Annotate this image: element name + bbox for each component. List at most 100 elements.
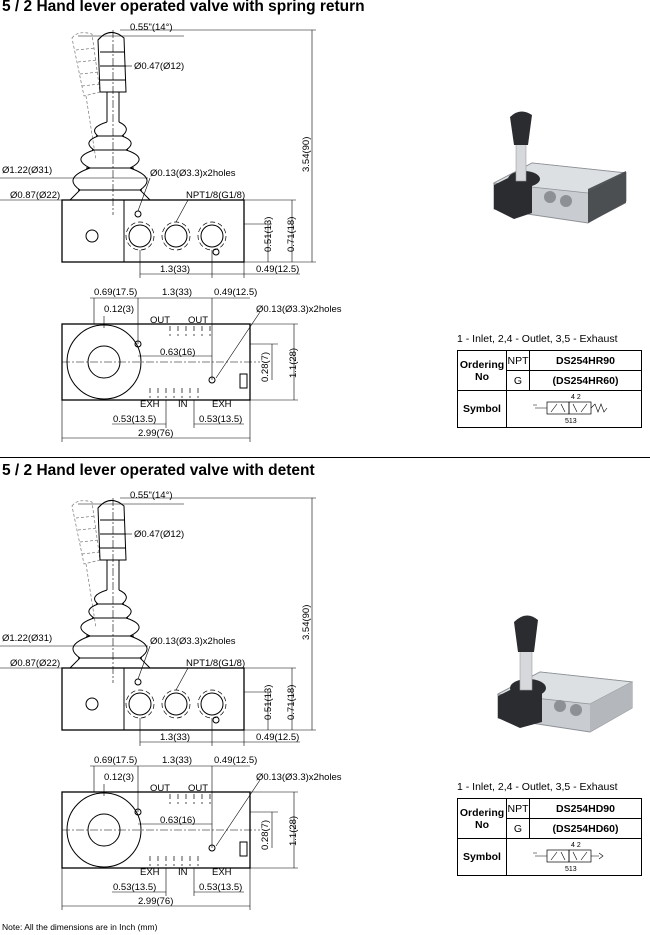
svg-text:0.55"(14°): 0.55"(14°) (130, 22, 173, 33)
svg-text:1.1(28): 1.1(28) (288, 348, 299, 378)
symbol-label: Symbol (457, 390, 507, 428)
technical-drawing-spring-return: 0.55"(14°) Ø0.47(Ø12) Ø1.22(Ø31) Ø0.87(Ø… (0, 22, 342, 442)
product-photo-spring-return (492, 111, 628, 224)
side-dimensions: 0.55"(14°) Ø0.47(Ø12) Ø1.22(Ø31) Ø0.87(Ø… (0, 490, 316, 746)
svg-text:2.99(76): 2.99(76) (138, 896, 173, 907)
thread-npt: NPT (506, 350, 530, 371)
svg-text:EXH: EXH (140, 399, 160, 410)
valve-body-top (61, 791, 260, 869)
svg-text:0.49(12.5): 0.49(12.5) (214, 287, 257, 298)
ordering-header: Ordering No (457, 350, 507, 391)
svg-text:513: 513 (565, 418, 577, 424)
ordering-table: Ordering No NPT DS254HR90 G (DS254HR60) … (457, 350, 642, 428)
svg-text:3.54(90): 3.54(90) (301, 137, 312, 172)
svg-text:0.53(13.5): 0.53(13.5) (113, 414, 156, 425)
ordering-info-detent: 1 - Inlet, 2,4 - Outlet, 3,5 - Exhaust O… (457, 781, 642, 876)
ghost-lever-outline (71, 500, 101, 629)
section-divider (0, 457, 650, 458)
svg-text:0.12(3): 0.12(3) (104, 304, 134, 315)
svg-text:Ø0.47(Ø12): Ø0.47(Ø12) (134, 529, 184, 540)
svg-text:0.53(13.5): 0.53(13.5) (199, 882, 242, 893)
ordering-header: Ordering No (457, 798, 507, 839)
code-g: (DS254HR60) (529, 370, 642, 391)
svg-text:Ø0.13(Ø3.3)x2holes: Ø0.13(Ø3.3)x2holes (256, 772, 342, 783)
svg-text:3.54(90): 3.54(90) (301, 605, 312, 640)
svg-text:0.55"(14°): 0.55"(14°) (130, 490, 173, 501)
thread-g: G (506, 818, 530, 839)
valve-body-side (61, 199, 245, 263)
svg-text:OUT: OUT (150, 783, 170, 794)
svg-text:EXH: EXH (212, 867, 232, 878)
port-legend: 1 - Inlet, 2,4 - Outlet, 3,5 - Exhaust (457, 781, 618, 793)
svg-text:EXH: EXH (212, 399, 232, 410)
svg-text:4 2: 4 2 (571, 394, 581, 401)
section-title-spring-return: 5 / 2 Hand lever operated valve with spr… (2, 0, 365, 15)
lever-grip (97, 32, 127, 122)
svg-text:Ø0.13(Ø3.3)x2holes: Ø0.13(Ø3.3)x2holes (150, 636, 236, 647)
svg-text:OUT: OUT (188, 315, 208, 326)
svg-text:OUT: OUT (188, 783, 208, 794)
side-dimensions: 0.55"(14°) Ø0.47(Ø12) Ø1.22(Ø31) Ø0.87(Ø… (0, 22, 316, 278)
dimension-note: Note: All the dimensions are in Inch (mm… (2, 922, 158, 932)
svg-text:Ø1.22(Ø31): Ø1.22(Ø31) (2, 165, 52, 176)
svg-text:0.12(3): 0.12(3) (104, 772, 134, 783)
rubber-boot (68, 121, 152, 201)
valve-symbol: 4 2 513 (506, 838, 642, 876)
svg-text:1.3(33): 1.3(33) (160, 264, 190, 275)
svg-text:0.69(17.5): 0.69(17.5) (94, 287, 137, 298)
thread-npt: NPT (506, 798, 530, 819)
valve-symbol: 4 2 513 (506, 390, 642, 428)
valve-symbol-icon: 4 2 513 (533, 842, 604, 873)
svg-text:0.71(18): 0.71(18) (286, 685, 297, 720)
technical-drawing-detent: 0.55"(14°) Ø0.47(Ø12) Ø1.22(Ø31) Ø0.87(Ø… (0, 490, 342, 910)
top-dimensions: 0.69(17.5) 1.3(33) 0.49(12.5) Ø0.13(Ø3.3… (61, 287, 342, 442)
code-npt: DS254HD90 (529, 798, 642, 819)
svg-text:1.1(28): 1.1(28) (288, 816, 299, 846)
svg-text:0.53(13.5): 0.53(13.5) (113, 882, 156, 893)
section-title-detent: 5 / 2 Hand lever operated valve with det… (2, 462, 315, 479)
top-dimensions: 0.69(17.5) 1.3(33) 0.49(12.5) Ø0.13(Ø3.3… (61, 755, 342, 910)
svg-text:Ø0.13(Ø3.3)x2holes: Ø0.13(Ø3.3)x2holes (256, 304, 342, 315)
svg-text:NPT1/8(G1/8): NPT1/8(G1/8) (186, 190, 245, 201)
svg-text:513: 513 (565, 866, 577, 872)
svg-text:Ø0.47(Ø12): Ø0.47(Ø12) (134, 61, 184, 72)
svg-text:1.3(33): 1.3(33) (162, 755, 192, 766)
svg-text:0.51(13): 0.51(13) (263, 685, 274, 720)
ghost-lever-outline (71, 32, 101, 161)
svg-text:Ø0.87(Ø22): Ø0.87(Ø22) (10, 190, 60, 201)
svg-text:1.3(33): 1.3(33) (160, 732, 190, 743)
valve-symbol-icon: 4 2 513 (533, 394, 608, 425)
svg-text:0.63(16): 0.63(16) (160, 815, 195, 826)
svg-text:0.53(13.5): 0.53(13.5) (199, 414, 242, 425)
svg-text:Ø0.13(Ø3.3)x2holes: Ø0.13(Ø3.3)x2holes (150, 168, 236, 179)
valve-body-side (61, 667, 245, 731)
thread-g: G (506, 370, 530, 391)
product-photo-detent (496, 615, 634, 733)
rubber-boot (68, 589, 152, 669)
svg-text:0.49(12.5): 0.49(12.5) (214, 755, 257, 766)
ordering-table: Ordering No NPT DS254HD90 G (DS254HD60) … (457, 798, 642, 876)
svg-text:4 2: 4 2 (571, 842, 581, 849)
svg-text:Ø1.22(Ø31): Ø1.22(Ø31) (2, 633, 52, 644)
svg-text:NPT1/8(G1/8): NPT1/8(G1/8) (186, 658, 245, 669)
symbol-label: Symbol (457, 838, 507, 876)
svg-text:0.71(18): 0.71(18) (286, 217, 297, 252)
code-g: (DS254HD60) (529, 818, 642, 839)
svg-text:OUT: OUT (150, 315, 170, 326)
code-npt: DS254HR90 (529, 350, 642, 371)
svg-text:IN: IN (178, 399, 188, 410)
svg-text:0.28(7): 0.28(7) (260, 820, 271, 850)
svg-text:0.49(12.5): 0.49(12.5) (256, 732, 299, 743)
port-legend: 1 - Inlet, 2,4 - Outlet, 3,5 - Exhaust (457, 333, 618, 345)
ordering-info-spring-return: 1 - Inlet, 2,4 - Outlet, 3,5 - Exhaust O… (457, 333, 642, 428)
lever-grip (97, 500, 127, 590)
svg-text:0.63(16): 0.63(16) (160, 347, 195, 358)
svg-text:2.99(76): 2.99(76) (138, 428, 173, 439)
svg-text:1.3(33): 1.3(33) (162, 287, 192, 298)
svg-text:EXH: EXH (140, 867, 160, 878)
svg-text:IN: IN (178, 867, 188, 878)
svg-text:0.69(17.5): 0.69(17.5) (94, 755, 137, 766)
svg-text:0.51(13): 0.51(13) (263, 217, 274, 252)
svg-text:0.28(7): 0.28(7) (260, 352, 271, 382)
svg-text:0.49(12.5): 0.49(12.5) (256, 264, 299, 275)
